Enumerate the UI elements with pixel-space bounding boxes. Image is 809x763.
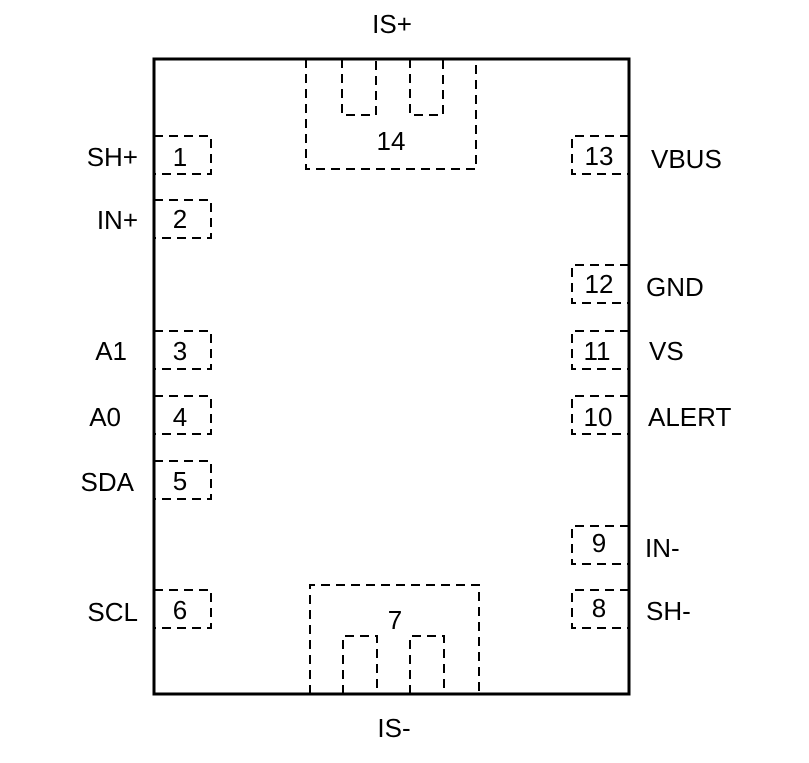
pin-7-number: 7 [388,605,402,635]
pin-10: 10 ALERT [571,395,731,435]
pin-14-pad-outline [305,59,477,170]
pin-13-pad [571,135,629,175]
pin-12-number: 12 [585,269,614,299]
pin-6: 6 SCL [87,589,212,629]
pin-1-pad [154,135,212,175]
pin-10-number: 10 [584,402,613,432]
pin-6-pad [154,589,212,629]
pin-12-label: GND [646,272,704,302]
pin-11: 11 VS [571,330,684,370]
pin-3-number: 3 [173,336,187,366]
pin-7-finger-right [409,635,445,694]
pin-9-pad [571,525,629,565]
pin-5-number: 5 [173,466,187,496]
pin-2-number: 2 [173,204,187,234]
pin-8-number: 8 [592,593,606,623]
pin-8-pad [571,589,629,629]
pin-14-label: IS+ [372,9,412,39]
pin-14-finger-right [409,59,444,116]
pin-11-pad [571,330,629,370]
pin-14-number: 14 [377,126,406,156]
pin-13: 13 VBUS [571,135,722,175]
pin-8-label: SH- [646,596,691,626]
pin-5-label: SDA [81,467,135,497]
pin-11-number: 11 [584,336,611,366]
pin-5: 5 SDA [81,460,212,500]
pin-3-pad [154,330,212,370]
pin-2-label: IN+ [97,205,138,235]
pin-9-number: 9 [592,528,606,558]
pin-3: 3 A1 [95,330,212,370]
pin-6-label: SCL [87,597,138,627]
pin-12-pad [571,264,629,304]
pin-1-number: 1 [173,142,187,172]
pin-10-label: ALERT [648,402,731,432]
pin-9: 9 IN- [571,525,680,565]
pin-12: 12 GND [571,264,704,304]
pin-7-finger-left [342,635,378,694]
pin-4: 4 A0 [89,395,212,435]
pin-2-pad [154,199,212,239]
pin-7-label: IS- [377,713,410,743]
pin-7-pad-outline [309,584,480,694]
pin-14-finger-left [341,59,377,116]
pin-5-pad [154,460,212,500]
pin-14: 14 IS+ [305,9,477,170]
pin-13-label: VBUS [651,144,722,174]
pin-7: 7 IS- [309,584,480,743]
pin-3-label: A1 [95,336,127,366]
pin-9-label: IN- [645,533,680,563]
pin-2: 2 IN+ [97,199,212,239]
pin-4-pad [154,395,212,435]
pin-13-number: 13 [585,141,614,171]
pin-1: 1 SH+ [87,135,212,175]
pin-8: 8 SH- [571,589,691,629]
pin-6-number: 6 [173,595,187,625]
pin-10-pad [571,395,629,435]
pin-4-number: 4 [173,402,187,432]
pin-11-label: VS [649,336,684,366]
package-body [152,57,631,696]
pin-1-label: SH+ [87,142,138,172]
pin-4-label: A0 [89,402,121,432]
